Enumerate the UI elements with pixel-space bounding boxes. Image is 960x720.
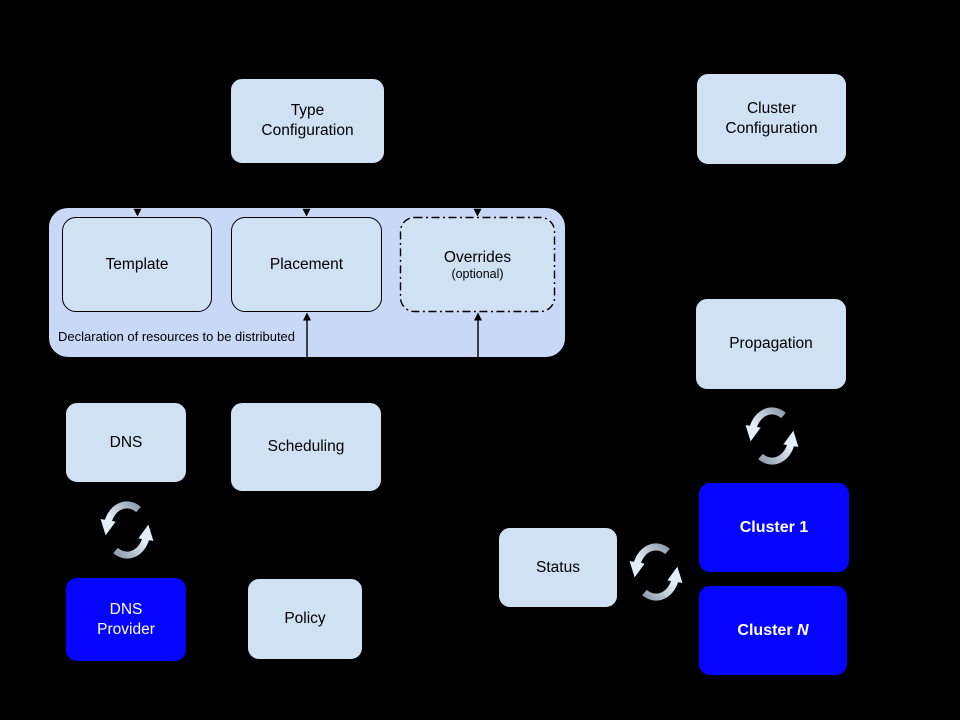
dns-sync-icon: [100, 501, 154, 559]
propagation-sync-icon: [745, 407, 799, 465]
dns-provider-label-line2: Provider: [97, 620, 155, 638]
cluster-configuration-label-line2: Configuration: [725, 120, 818, 137]
dns-provider-label-line1: DNS: [109, 600, 143, 618]
propagation-node: Propagation: [695, 298, 847, 390]
declaration-caption: Declaration of resources to be distribut…: [58, 329, 296, 344]
dns-label: DNS: [109, 433, 143, 451]
type-configuration-node: Type Configuration: [230, 78, 385, 164]
placement-node: Placement: [231, 217, 382, 312]
cluster-1-node: Cluster 1: [698, 482, 850, 573]
dns-provider-node: DNS Provider: [65, 577, 187, 662]
overrides-optional-note: (optional): [451, 266, 504, 281]
type-configuration-label-line1: Type: [290, 102, 325, 119]
cluster-configuration-node: Cluster Configuration: [696, 73, 847, 165]
cluster-n-label: Cluster N: [737, 621, 808, 641]
template-label: Template: [105, 255, 169, 273]
cluster-1-label-prefix: Cluster: [739, 518, 795, 536]
policy-label: Policy: [284, 610, 326, 627]
cluster-1-label-suffix: 1: [799, 518, 809, 536]
cluster-1-label: Cluster 1: [740, 518, 808, 538]
cluster-n-label-suffix: N: [797, 621, 809, 639]
cluster-n-node: Cluster N: [698, 585, 848, 676]
placement-label: Placement: [269, 255, 344, 273]
status-node: Status: [498, 527, 618, 608]
policy-node: Policy: [247, 578, 363, 660]
template-node: Template: [62, 217, 212, 312]
status-sync-icon: [629, 543, 683, 601]
propagation-label: Propagation: [729, 335, 813, 352]
config-arrow-lines: [136, 168, 479, 208]
dns-node: DNS: [65, 402, 187, 483]
cluster-configuration-label-line1: Cluster: [746, 100, 797, 117]
status-label: Status: [536, 558, 580, 576]
type-configuration-label-line2: Configuration: [261, 122, 354, 139]
overrides-label-group: Overrides (optional): [400, 217, 555, 312]
cluster-n-label-prefix: Cluster: [737, 621, 793, 639]
scheduling-label: Scheduling: [267, 438, 345, 455]
scheduling-node: Scheduling: [230, 402, 382, 492]
overrides-label: Overrides: [443, 248, 512, 266]
